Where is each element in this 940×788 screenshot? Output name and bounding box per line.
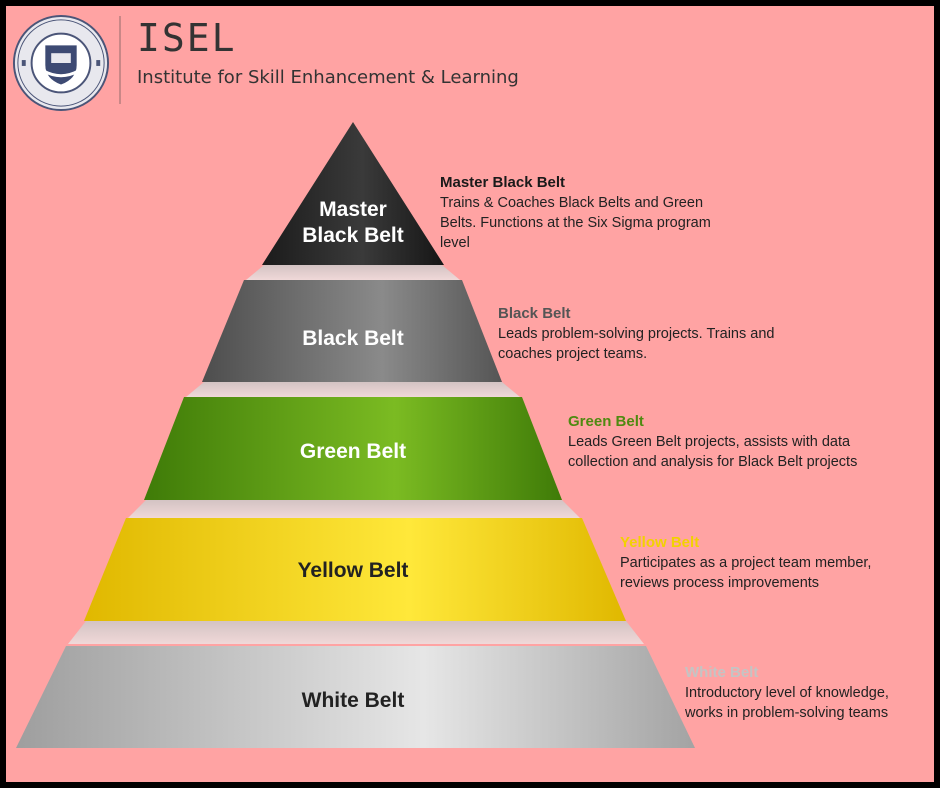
brand-title: ISEL xyxy=(137,16,237,60)
tier-gap-2 xyxy=(186,382,520,397)
desc-green-title: Green Belt xyxy=(568,413,644,430)
desc-master-text: Trains & Coaches Black Belts and Green B… xyxy=(440,195,711,251)
desc-yellow: Yellow Belt Participates as a project te… xyxy=(620,533,920,593)
tier-label-green: Green Belt xyxy=(299,440,407,463)
desc-yellow-text: Participates as a project team member, r… xyxy=(620,555,872,591)
tier-yellow-belt xyxy=(84,518,626,621)
desc-green-text: Leads Green Belt projects, assists with … xyxy=(568,434,858,470)
header-divider xyxy=(119,16,121,104)
tier-black-belt xyxy=(202,280,502,382)
tier-label-master-line2: Black Belt xyxy=(302,224,404,247)
desc-black-text: Leads problem-solving projects. Trains a… xyxy=(498,326,775,362)
tier-label-white: White Belt xyxy=(301,689,405,712)
desc-white: White Belt Introductory level of knowled… xyxy=(685,663,930,723)
tier-master-black-belt xyxy=(262,122,444,265)
tier-label-yellow: Yellow Belt xyxy=(297,559,409,582)
isel-seal-logo xyxy=(12,14,110,112)
tier-gap-4 xyxy=(68,621,644,644)
tier-label-master: Master Black Belt xyxy=(253,197,453,249)
tier-label-master-line1: Master xyxy=(319,198,387,221)
brand-tagline: Institute for Skill Enhancement & Learni… xyxy=(137,67,519,88)
belt-pyramid xyxy=(16,122,695,748)
page: ISEL Institute for Skill Enhancement & L… xyxy=(6,6,934,782)
tier-gap-1 xyxy=(246,265,460,280)
tier-label-black: Black Belt xyxy=(302,327,404,350)
desc-white-text: Introductory level of knowledge, works i… xyxy=(685,685,889,721)
desc-yellow-title: Yellow Belt xyxy=(620,534,700,551)
header: ISEL Institute for Skill Enhancement & L… xyxy=(6,6,934,116)
desc-black-title: Black Belt xyxy=(498,305,571,322)
desc-white-title: White Belt xyxy=(685,664,759,681)
tier-white-belt xyxy=(16,646,695,748)
desc-master-title: Master Black Belt xyxy=(440,174,566,191)
desc-green: Green Belt Leads Green Belt projects, as… xyxy=(568,412,858,472)
desc-black: Black Belt Leads problem-solving project… xyxy=(498,304,788,364)
desc-master: Master Black Belt Trains & Coaches Black… xyxy=(440,173,730,253)
tier-gap-3 xyxy=(128,500,580,518)
tier-green-belt xyxy=(144,397,562,500)
